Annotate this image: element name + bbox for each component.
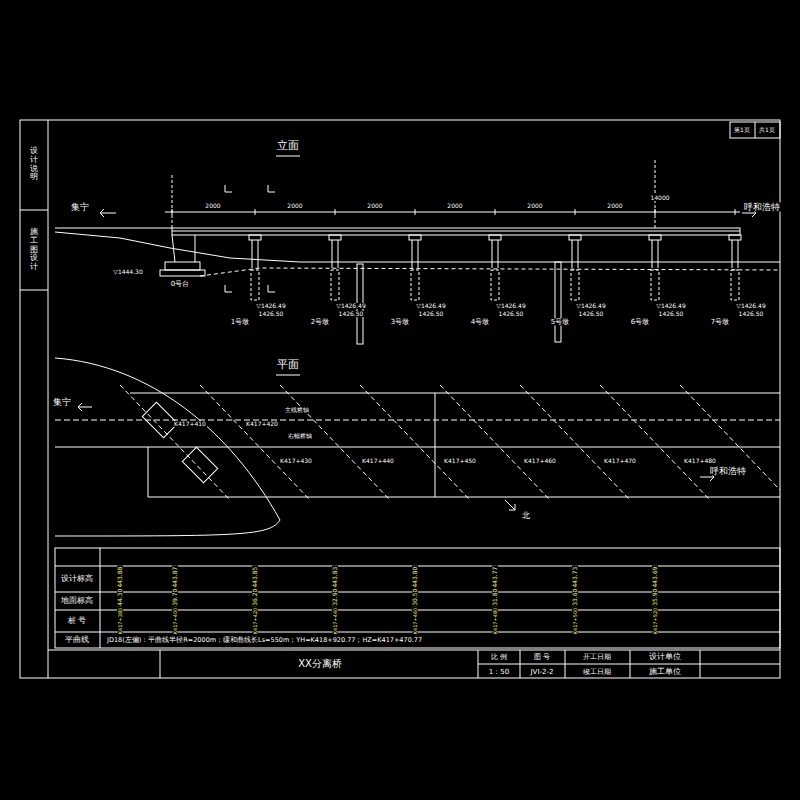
drawing-label: 4号墩	[470, 319, 490, 326]
drawing-label: 呼和浩特	[743, 203, 781, 212]
drawing-label: K417+480	[493, 607, 498, 636]
drawing-label: ▽1426.49	[575, 303, 606, 309]
drawing-label: 竣工日期	[582, 669, 612, 676]
drawing-label: ▽1426.49	[655, 303, 686, 309]
drawing-label: K417+500	[573, 607, 578, 636]
drawing-label: ▽1426.49	[495, 303, 526, 309]
drawing-label: 14000	[649, 195, 670, 201]
drawing-label: 主线桥轴	[284, 407, 310, 413]
drawing-label: 1426.50	[738, 311, 765, 317]
drawing-label: K417+470	[603, 458, 637, 464]
drawing-label: 2000	[526, 203, 543, 209]
drawing-label: ▽1426.49	[735, 303, 766, 309]
drawing-label: 北	[521, 512, 531, 520]
drawing-label: ▽1426.49	[335, 303, 366, 309]
drawing-label: K417+400	[173, 607, 178, 636]
drawing-label: 设计说明	[29, 147, 39, 182]
drawing-label: K417+520	[653, 607, 658, 636]
drawing-label: 1426.50	[418, 311, 445, 317]
drawing-label: K417+460	[413, 607, 418, 636]
drawing-label: 集宁	[52, 398, 72, 407]
drawing-label: 立面	[276, 140, 300, 151]
drawing-label: 地面标高	[60, 597, 94, 605]
drawing-label: K417+460	[523, 458, 557, 464]
drawing-title: XX分离桥	[297, 659, 343, 669]
drawing-label: 1426.50	[498, 311, 525, 317]
drawing-label: 1426.50	[258, 311, 285, 317]
drawing-label: K417+440	[361, 458, 395, 464]
drawing-label: 6号墩	[630, 319, 650, 326]
drawing-label: 2000	[606, 203, 623, 209]
drawing-label: 1426.50	[658, 311, 685, 317]
drawing-label: JVI-2-2	[530, 669, 555, 676]
drawing-label: 1：50	[488, 669, 510, 676]
drawing-label: ▽1426.49	[415, 303, 446, 309]
drawing-label: ▽1426.49	[255, 303, 286, 309]
drawing-label: 5号墩	[550, 319, 570, 326]
drawing-label: 图 号	[533, 654, 551, 661]
drawing-label: 设计标高	[60, 575, 94, 583]
drawing-label: ▽1444.30	[112, 269, 143, 275]
drawing-label: 设计单位	[648, 653, 682, 661]
drawing-label: K417+410	[173, 421, 207, 427]
drawing-label: 比 例	[490, 654, 508, 661]
drawing-label: 桩 号	[67, 617, 88, 625]
drawing-label: 开工日期	[582, 654, 612, 661]
drawing-label: 1426.50	[578, 311, 605, 317]
drawing-label: K417+450	[443, 458, 477, 464]
drawing-label: 7号墩	[710, 319, 730, 326]
drawing-label: 2000	[366, 203, 383, 209]
drawing-label: 0号台	[170, 281, 190, 288]
drawing-label: 右幅桥轴	[287, 433, 313, 439]
drawing-label: 2号墩	[310, 319, 330, 326]
drawing-label: K417+420	[253, 607, 258, 636]
drawing-label: 集宁	[70, 203, 90, 212]
drawing-label: 施工单位	[648, 668, 682, 676]
drawing-label: K417+380	[118, 607, 123, 636]
drawing-label: 1426.50	[338, 311, 365, 317]
drawing-label: JD18(左偏)：平曲线半径R=2000m；缓和曲线长Ls=550m；YH=K4…	[106, 637, 423, 644]
drawing-label: 共1页	[758, 127, 776, 133]
drawing-label: K417+420	[245, 421, 279, 427]
drawing-label: 第1页	[733, 127, 751, 133]
drawing-label: 1号墩	[230, 319, 250, 326]
drawing-label: 平曲线	[64, 636, 90, 644]
drawing-label: K417+440	[333, 607, 338, 636]
drawing-label: 施工图设计	[29, 228, 39, 272]
drawing-label: 2000	[446, 203, 463, 209]
drawing-label: 呼和浩特	[709, 467, 747, 476]
drawing-label: 平面	[276, 359, 300, 370]
drawing-label: 3号墩	[390, 319, 410, 326]
drawing-label: 2000	[204, 203, 221, 209]
drawing-label: K417+480	[683, 458, 717, 464]
drawing-label: 2000	[286, 203, 303, 209]
drawing-label: K417+430	[279, 458, 313, 464]
